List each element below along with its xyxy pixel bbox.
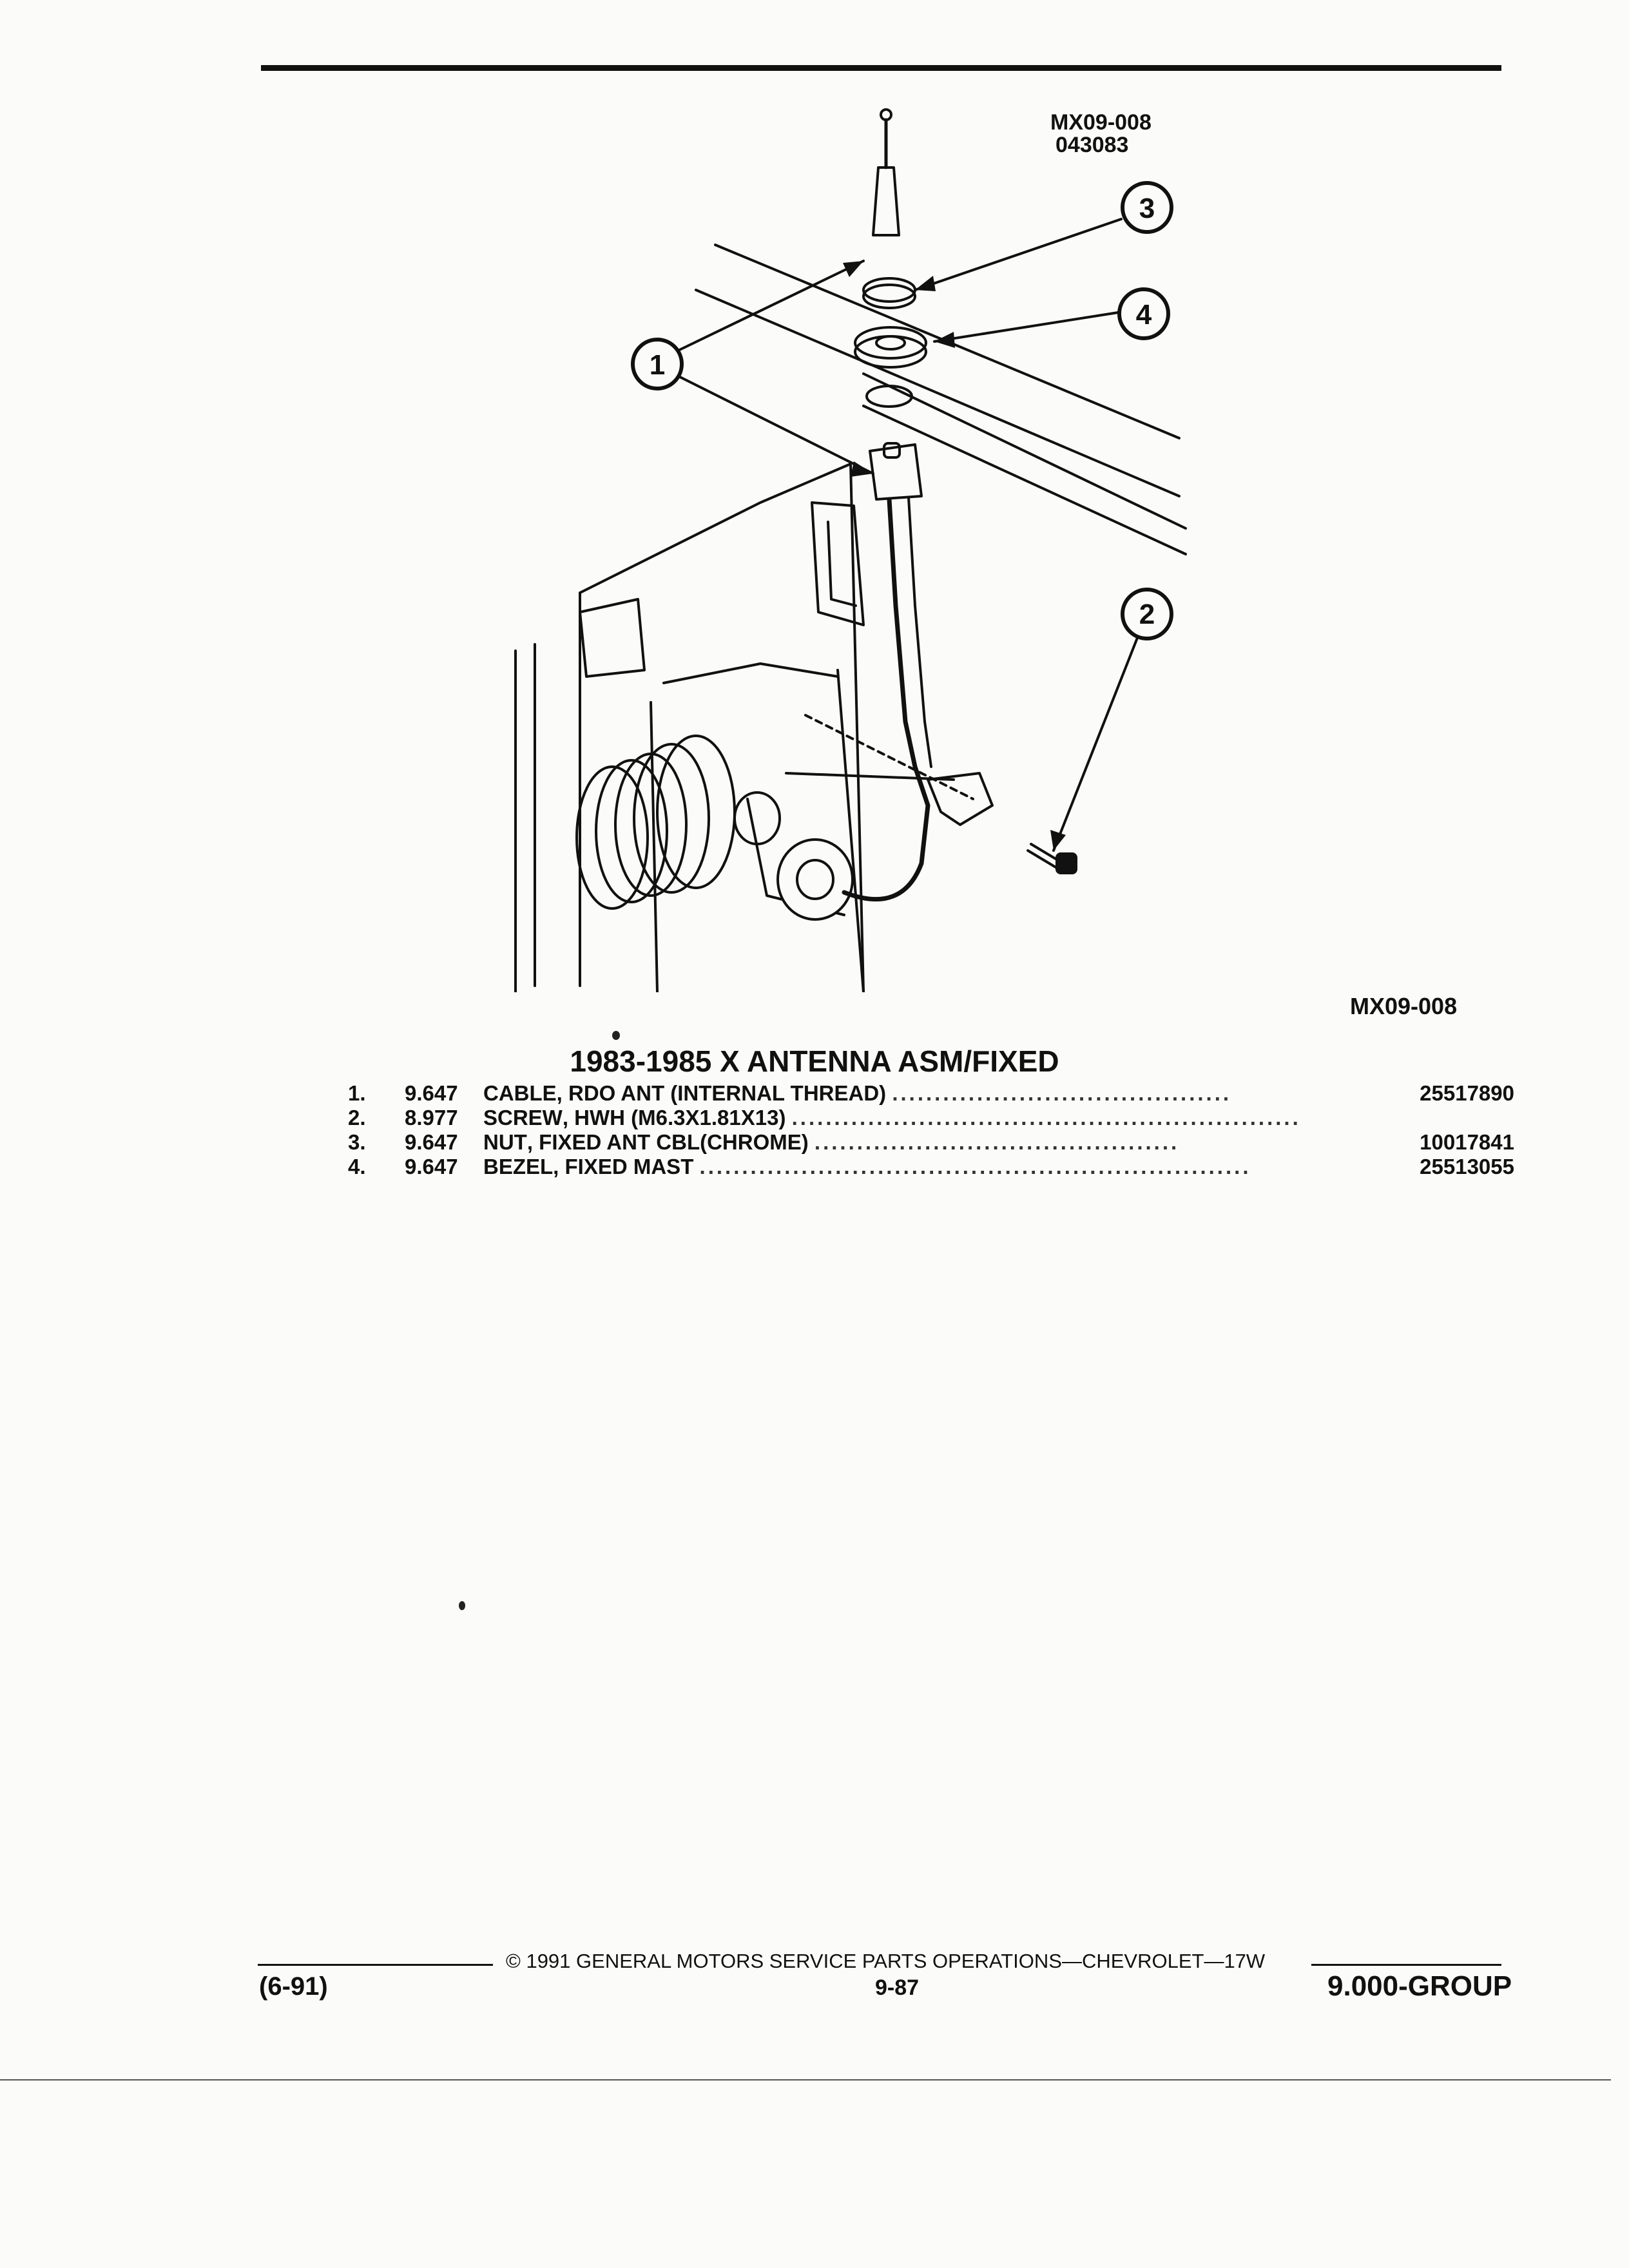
panel-line (695, 289, 1181, 497)
figure-reference: MX09-008 (1350, 993, 1458, 1019)
panel-line (862, 405, 1187, 555)
dot-leader: ........................................… (791, 1106, 1301, 1129)
item-number: 1. (348, 1081, 366, 1105)
cable-connector (869, 443, 923, 501)
part-number: 25517890 (1420, 1081, 1514, 1105)
callout-circle-2 (1121, 588, 1173, 640)
part-description: BEZEL, FIXED MAST ......................… (483, 1155, 1251, 1179)
leader-4 (933, 311, 1119, 343)
revision-date: (6-91) (259, 1972, 328, 2001)
mast-base (872, 166, 900, 236)
antenna-bezel (854, 326, 927, 360)
parts-row: 4. 9.647 BEZEL, FIXED MAST .............… (348, 1155, 1514, 1179)
part-description: NUT, FIXED ANT CBL(CHROME) .............… (483, 1130, 1179, 1155)
antenna-illustration: 1 2 3 4 (514, 108, 1187, 992)
dot-leader: ........................................… (814, 1130, 1180, 1154)
parts-row: 1. 9.647 CABLE, RDO ANT (INTERNAL THREAD… (348, 1081, 1514, 1106)
copyright-notice: © 1991 GENERAL MOTORS SERVICE PARTS OPER… (506, 1950, 1266, 1972)
arrowhead (843, 261, 863, 277)
scan-speck (612, 1031, 620, 1040)
item-number: 3. (348, 1130, 366, 1154)
group-label: 9.000-GROUP (1327, 1970, 1512, 2002)
panel-line (862, 372, 1187, 530)
leader-1b (672, 372, 874, 475)
group-number: 9.647 (405, 1130, 458, 1154)
antenna-cable (842, 497, 930, 902)
parts-row: 3. 9.647 NUT, FIXED ANT CBL(CHROME) ....… (348, 1130, 1514, 1155)
part-name: BEZEL (483, 1155, 554, 1178)
footer-rule-right (1311, 1964, 1501, 1966)
callout-label-3: 3 (1139, 193, 1155, 224)
item-number: 2. (348, 1106, 366, 1129)
lock-ring (865, 385, 913, 408)
dot-leader: ........................................ (892, 1081, 1232, 1105)
fender-opening (811, 501, 865, 626)
part-detail: , RDO ANT (INTERNAL THREAD) (556, 1081, 887, 1105)
grommet (776, 838, 854, 921)
footer-rule-left (258, 1964, 493, 1966)
page-title: 1983-1985 X ANTENNA ASM/FIXED (570, 1044, 1059, 1078)
arrowhead (851, 461, 873, 477)
item-number: 4. (348, 1155, 366, 1178)
bottom-rule (0, 2079, 1611, 2081)
callout-circle-1 (631, 338, 684, 390)
top-rule (261, 65, 1501, 71)
callout-label-1: 1 (650, 349, 665, 381)
part-detail: , FIXED MAST (553, 1155, 694, 1178)
group-number: 8.977 (405, 1106, 458, 1129)
part-detail: , HWH (M6.3X1.81X13) (562, 1106, 786, 1129)
part-description: SCREW, HWH (M6.3X1.81X13) ..............… (483, 1106, 1301, 1130)
callout-circle-4 (1117, 287, 1170, 340)
parts-row: 2. 8.977 SCREW, HWH (M6.3X1.81X13) .....… (348, 1106, 1514, 1130)
arrowhead (1050, 830, 1066, 850)
part-number: 10017841 (1420, 1130, 1514, 1154)
fender-tab (579, 598, 646, 678)
part-description: CABLE, RDO ANT (INTERNAL THREAD) .......… (483, 1081, 1231, 1106)
part-name: CABLE (483, 1081, 557, 1105)
arrowhead (915, 276, 936, 291)
leader-3 (914, 218, 1123, 291)
bellows-boot (575, 735, 736, 910)
grommet-hole (733, 791, 781, 845)
callout-label-4: 4 (1136, 299, 1152, 331)
group-number: 9.647 (405, 1155, 458, 1178)
leader-2 (1052, 637, 1139, 852)
figure-date-code: 043083 (1055, 133, 1129, 157)
antenna-nut (862, 277, 916, 303)
arrowhead (934, 332, 955, 348)
figure-id: MX09-008 (1050, 110, 1152, 135)
callout-label-2: 2 (1139, 599, 1155, 630)
part-detail: , FIXED ANT CBL(CHROME) (526, 1130, 809, 1154)
callout-circle-3 (1121, 181, 1173, 234)
mounting-screw (1027, 843, 1077, 874)
part-name: NUT (483, 1130, 527, 1154)
dot-leader: ........................................… (699, 1155, 1251, 1178)
parts-list: 1. 9.647 CABLE, RDO ANT (INTERNAL THREAD… (348, 1081, 1514, 1179)
cable-clip (927, 772, 994, 826)
group-number: 9.647 (405, 1081, 458, 1105)
leader-1a (669, 260, 865, 356)
part-name: SCREW (483, 1106, 563, 1129)
page-number: 9-87 (875, 1975, 920, 2000)
scan-speck (459, 1601, 465, 1610)
part-number: 25513055 (1420, 1155, 1514, 1178)
